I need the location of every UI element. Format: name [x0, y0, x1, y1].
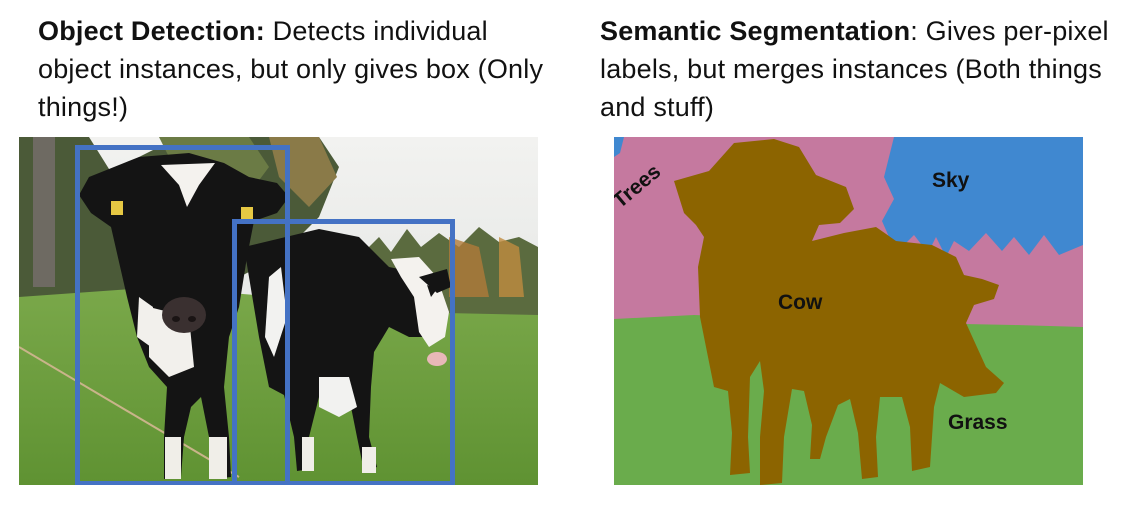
segment-label-cow: Cow [778, 291, 823, 314]
semantic-segmentation-map: Trees Sky Cow Grass [614, 137, 1083, 485]
detection-box-right-cow [232, 219, 455, 485]
segment-label-grass: Grass [948, 411, 1008, 434]
segmentation-illustration: Trees Sky Cow Grass [614, 137, 1083, 485]
semantic-segmentation-title: Semantic Segmentation [600, 16, 911, 46]
object-detection-title: Object Detection: [38, 16, 265, 46]
segment-cow [674, 139, 1004, 485]
photo-tree-trunk [33, 137, 55, 287]
segment-label-sky: Sky [932, 169, 970, 192]
object-detection-caption: Object Detection: Detects individual obj… [38, 12, 558, 126]
photo-cow-right [244, 229, 451, 473]
semantic-segmentation-description: : Gives per-pixel labels, but merges ins… [600, 16, 1109, 122]
object-detection-description: Detects individual object instances, but… [38, 16, 544, 122]
cow-photo-with-detection-boxes [19, 137, 538, 485]
cow-photo-illustration [19, 137, 538, 485]
segment-sky [882, 137, 1083, 257]
detection-box-left-cow [75, 145, 290, 485]
semantic-segmentation-caption: Semantic Segmentation: Gives per-pixel l… [600, 12, 1120, 126]
